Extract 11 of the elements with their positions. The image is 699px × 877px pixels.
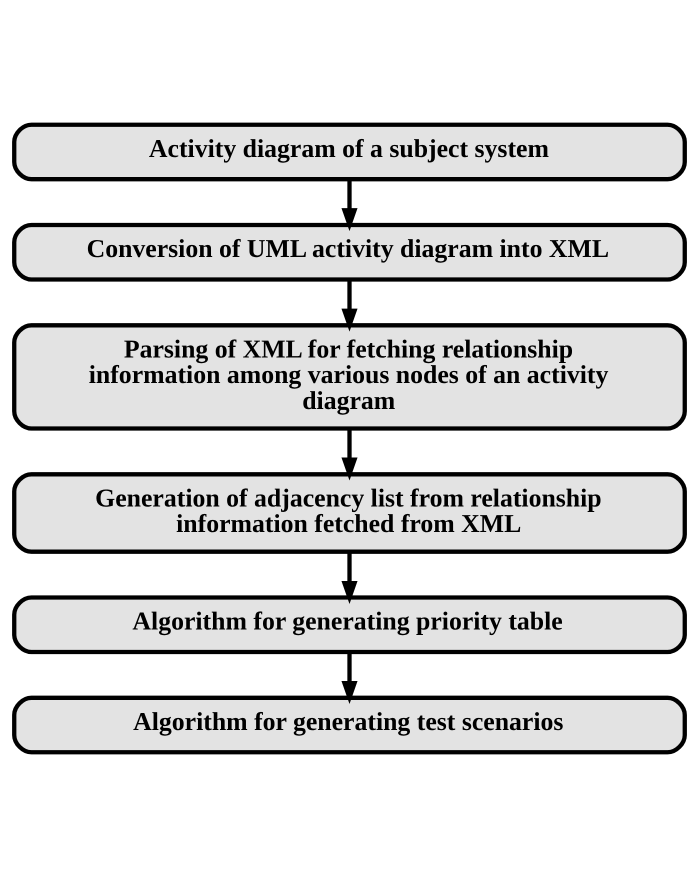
node-box: Generation of adjacency list from relationship information fetched from XML [12,472,687,554]
node-box: Parsing of XML for fetching relationship information among various nodes of an activity diagram [12,323,687,431]
node-box: Algorithm for generating test scenarios [12,696,687,754]
node-box: Activity diagram of a subject system [12,122,687,182]
arrow [341,180,358,232]
node-box: Algorithm for generating priority table [12,595,687,654]
arrow [341,280,358,332]
arrow [341,428,358,481]
node-box: Conversion of UML activity diagram into XML [12,222,687,282]
arrow [341,552,358,604]
arrow [341,652,358,704]
